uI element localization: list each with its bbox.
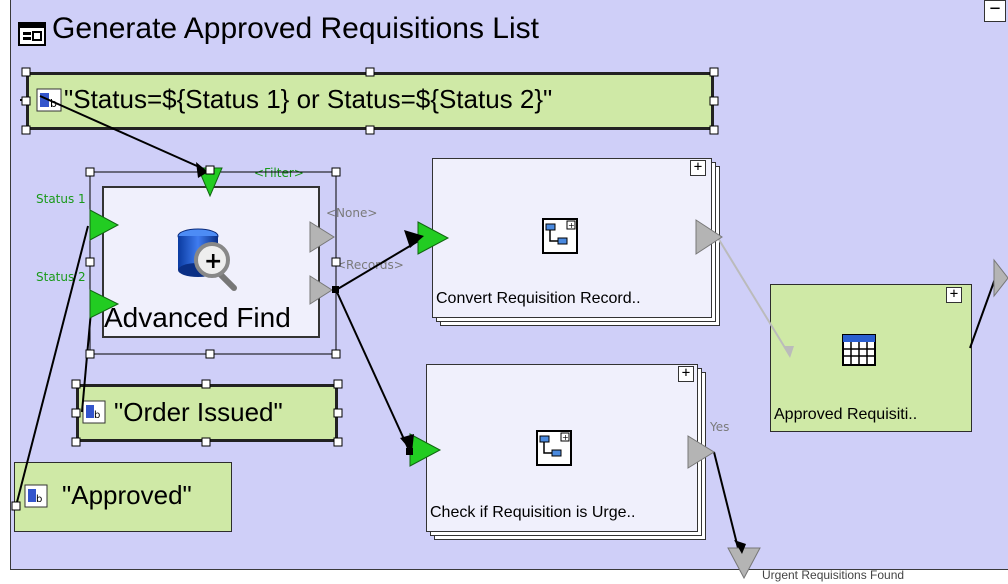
selection-outline xyxy=(89,171,337,355)
check-requisition-node[interactable] xyxy=(426,364,698,532)
selection-handle xyxy=(331,349,341,359)
arrowhead xyxy=(734,540,746,554)
port-label-records: <Records> xyxy=(336,258,404,272)
table-icon xyxy=(842,334,876,371)
arrowhead xyxy=(404,230,424,248)
input-port-status2 xyxy=(89,289,120,319)
port-label-status1: Status 1 xyxy=(36,192,86,206)
urgent-port xyxy=(727,547,761,580)
database-search-icon: + xyxy=(176,226,246,301)
connection-point xyxy=(332,286,339,293)
input-port-status1 xyxy=(89,209,120,241)
approved-requisitions-label: Approved Requisiti.. xyxy=(774,406,918,423)
svg-text:+: + xyxy=(568,221,575,230)
form-icon xyxy=(18,22,46,51)
selection-handle xyxy=(85,167,95,177)
input-port-check xyxy=(409,433,442,467)
svg-text:+: + xyxy=(204,249,222,274)
convert-requisition-label: Convert Requisition Record.. xyxy=(436,290,641,307)
port-label-none: <None> xyxy=(326,206,378,220)
subprocess-icon: + xyxy=(536,430,572,471)
expand-button[interactable]: + xyxy=(946,287,962,303)
urgent-requisitions-label: Urgent Requisitions Found xyxy=(762,568,905,582)
advanced-find-label: Advanced Find xyxy=(104,302,291,333)
selection-handle xyxy=(205,349,215,359)
order-issued-text: "Order Issued" xyxy=(114,397,283,427)
selection-handle xyxy=(11,501,21,511)
arrowhead xyxy=(400,434,414,452)
svg-text:b: b xyxy=(94,410,100,421)
selection-handle xyxy=(21,96,31,106)
svg-text:+: + xyxy=(562,433,569,442)
selection-handle xyxy=(365,67,375,77)
svg-text:b: b xyxy=(36,494,42,505)
selection-handle xyxy=(709,125,719,135)
connector-line xyxy=(717,237,791,357)
output-port-yes xyxy=(687,435,715,469)
output-port-approved xyxy=(993,258,1008,298)
selection-handle xyxy=(331,257,341,267)
collapse-button[interactable]: − xyxy=(984,0,1006,22)
selection-handle xyxy=(71,408,81,418)
selection-handle xyxy=(709,67,719,77)
selection-handle xyxy=(85,349,95,359)
port-label-filter: <Filter> xyxy=(254,166,304,180)
selection-handle xyxy=(709,96,719,106)
subprocess-icon: + xyxy=(542,218,578,259)
connector-line xyxy=(335,289,409,449)
advanced-find-node[interactable] xyxy=(102,186,320,338)
expand-button[interactable]: + xyxy=(678,366,694,382)
selection-handle xyxy=(365,125,375,135)
input-port-convert xyxy=(417,221,450,255)
selection-handle xyxy=(21,125,31,135)
selection-handle xyxy=(71,437,81,447)
filter-expression-box[interactable] xyxy=(26,72,714,130)
connector-line xyxy=(39,95,207,171)
selection-handle xyxy=(201,379,211,389)
connector-line xyxy=(335,239,421,291)
text-variable-icon: b xyxy=(82,400,106,429)
filter-expression-text: "Status=${Status 1} or Status=${Status 2… xyxy=(64,84,553,114)
connection-point xyxy=(406,448,413,455)
selection-handle xyxy=(201,437,211,447)
arrowhead xyxy=(784,346,794,358)
text-variable-icon: b xyxy=(24,484,48,513)
expand-button[interactable]: + xyxy=(690,160,706,176)
output-port-none xyxy=(309,221,335,253)
selection-handle xyxy=(333,408,343,418)
selection-handle xyxy=(21,67,31,77)
approved-value-box[interactable] xyxy=(14,462,232,532)
approved-value-text: "Approved" xyxy=(62,480,192,510)
connector-line xyxy=(713,451,741,557)
check-requisition-label: Check if Requisition is Urge.. xyxy=(430,504,636,521)
diagram-title: Generate Approved Requisitions List xyxy=(52,12,539,45)
selection-handle xyxy=(333,437,343,447)
selection-handle xyxy=(71,379,81,389)
arrowhead xyxy=(196,162,208,178)
port-label-yes: Yes xyxy=(710,420,730,434)
selection-handle xyxy=(205,165,215,175)
connector-line xyxy=(969,275,997,349)
svg-text:b: b xyxy=(50,97,57,110)
selection-handle xyxy=(333,379,343,389)
connector-line xyxy=(15,225,89,507)
output-port-convert xyxy=(695,219,723,255)
output-port-records xyxy=(309,275,333,305)
selection-handle xyxy=(331,167,341,177)
selection-handle xyxy=(85,257,95,267)
